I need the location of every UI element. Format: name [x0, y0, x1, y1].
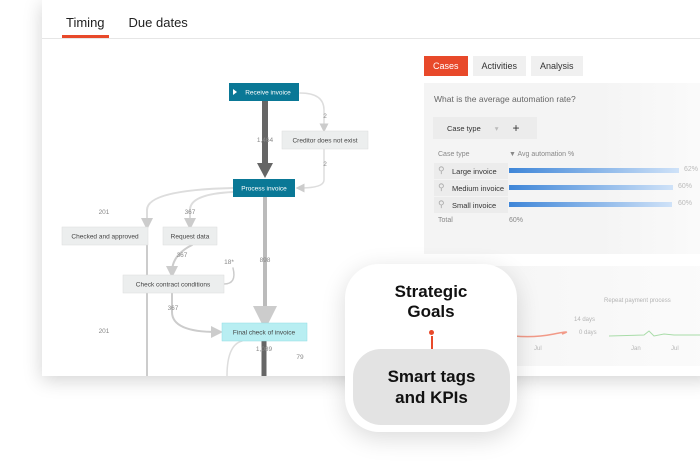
- edge-receive-creditor: [299, 92, 329, 133]
- node-receive-invoice[interactable]: Receive invoice: [229, 83, 299, 101]
- goals-callout: Strategic Goals Smart tags and KPIs: [345, 264, 517, 432]
- node-checked-and-approved[interactable]: Checked and approved: [61, 226, 149, 246]
- edge-creditor-process: [295, 148, 325, 193]
- row-label: Small invoice: [452, 201, 497, 210]
- strategic-goals-text: Strategic Goals: [394, 282, 468, 321]
- chart-title: Repeat payment process: [604, 298, 671, 304]
- svg-text:Creditor does not exist: Creditor does not exist: [292, 138, 357, 145]
- case-type-dropdown[interactable]: Case type ▾ +: [433, 117, 537, 139]
- tab-timing[interactable]: Timing: [62, 0, 109, 38]
- add-button[interactable]: +: [512, 121, 520, 135]
- y-tick: 0 days: [579, 330, 597, 336]
- question-text: What is the average automation rate?: [434, 94, 576, 104]
- chevron-down-icon: ▾: [494, 123, 499, 133]
- divider: [42, 38, 700, 39]
- analysis-tabs: Cases Activities Analysis: [424, 56, 583, 76]
- dot-icon: [429, 330, 434, 335]
- x-tick: Jul: [671, 346, 679, 352]
- tab-activities[interactable]: Activities: [472, 56, 527, 76]
- edge-label: 1,089: [256, 346, 273, 353]
- table-row[interactable]: ⚲ Medium invoice 60%: [434, 180, 700, 196]
- sparklines: [514, 330, 700, 338]
- edge-label: 367: [177, 252, 188, 259]
- edge-label: 2: [323, 113, 327, 120]
- row-label: Large invoice: [452, 167, 497, 176]
- arrow-down-icon: [431, 336, 433, 358]
- x-tick: Jan: [631, 346, 641, 352]
- edge-label: 367: [185, 209, 196, 216]
- svg-text:Receive invoice: Receive invoice: [245, 90, 291, 97]
- total-value: 60%: [509, 217, 524, 224]
- edge-request-contract: [166, 244, 193, 278]
- table-row[interactable]: ⚲ Large invoice 62%: [434, 163, 700, 179]
- row-value: 60%: [678, 200, 693, 207]
- node-check-contract-conditions[interactable]: Check contract conditions: [122, 274, 225, 294]
- edge-label: 201: [99, 328, 110, 335]
- bar: [509, 185, 673, 190]
- table-row[interactable]: ⚲ Small invoice 60%: [434, 197, 700, 213]
- play-icon: [233, 89, 237, 95]
- arrow-head: [257, 163, 273, 178]
- svg-text:Process invoice: Process invoice: [241, 186, 287, 193]
- total-label: Total: [438, 217, 453, 224]
- svg-text:Checked and approved: Checked and approved: [71, 234, 139, 241]
- tab-cases[interactable]: Cases: [424, 56, 468, 76]
- row-value: 60%: [678, 183, 693, 190]
- node-creditor-does-not-exist[interactable]: Creditor does not exist: [281, 130, 369, 150]
- tab-analysis[interactable]: Analysis: [531, 56, 583, 76]
- edge-process-request: [184, 191, 234, 230]
- tab-due-dates[interactable]: Due dates: [128, 15, 188, 30]
- row-label: Medium invoice: [452, 184, 505, 193]
- edge-process-checked: [141, 187, 234, 230]
- edge-label: 18*: [224, 259, 234, 266]
- edge-label: 201: [99, 209, 110, 216]
- svg-text:Final check of invoice: Final check of invoice: [233, 330, 296, 337]
- bar: [509, 168, 679, 173]
- search-icon[interactable]: ⚲: [438, 199, 445, 209]
- col-avg-automation[interactable]: ▼ Avg automation %: [509, 151, 575, 158]
- node-request-data[interactable]: Request data: [162, 226, 218, 246]
- node-process-invoice[interactable]: Process invoice: [233, 179, 295, 197]
- svg-text:Request data: Request data: [171, 234, 210, 241]
- search-icon[interactable]: ⚲: [438, 165, 445, 175]
- top-tabs: Timing Due dates: [62, 0, 192, 38]
- bar: [509, 202, 672, 207]
- y-tick: 14 days: [574, 317, 596, 323]
- search-icon[interactable]: ⚲: [438, 182, 445, 192]
- svg-text:Check contract conditions: Check contract conditions: [136, 282, 211, 289]
- dropdown-label: Case type: [447, 123, 481, 133]
- smart-tags-text: Smart tags and KPIs: [387, 367, 476, 407]
- x-tick: Jul: [534, 346, 542, 352]
- edge-label: 898: [260, 257, 271, 264]
- edge-contract-loop: [223, 267, 235, 285]
- row-value: 62%: [684, 166, 699, 173]
- edge-final-side: [226, 340, 243, 376]
- edge-label: 1,464: [257, 137, 274, 144]
- edge-label: 367: [168, 305, 179, 312]
- process-map: 1,464 2 2 201 367 367 18* 898 367 201 1,…: [61, 83, 369, 376]
- sparkline-right: [608, 330, 700, 337]
- automation-card: What is the average automation rate? Cas…: [424, 83, 700, 254]
- node-final-check-of-invoice[interactable]: Final check of invoice: [221, 322, 308, 342]
- edge-label: 2: [323, 161, 327, 168]
- smart-tags-kpis-box: Smart tags and KPIs: [353, 349, 510, 425]
- col-case-type: Case type: [438, 151, 470, 158]
- edge-label: 79: [296, 354, 304, 361]
- sparkline-left: [514, 331, 568, 338]
- edge-contract-final: [171, 292, 223, 338]
